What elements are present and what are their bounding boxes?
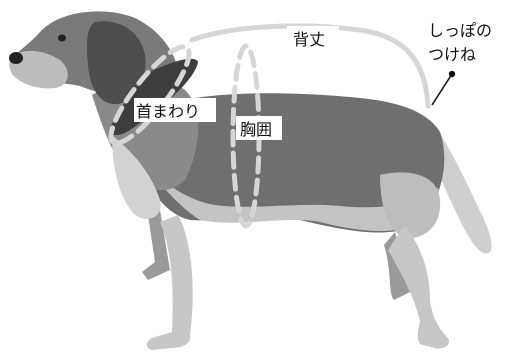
neck-girth-label: 首まわり <box>136 102 200 121</box>
tail-base-label-line1: しっぽの <box>428 21 492 40</box>
dog-ear <box>86 21 146 105</box>
dog-nose <box>9 52 23 64</box>
back-length-guide <box>189 23 431 109</box>
dog-torso <box>140 93 445 233</box>
dog-collar <box>109 58 198 136</box>
tail-base-pointer-dot <box>448 70 456 78</box>
neck-girth-label-bg <box>134 98 216 122</box>
tail-base-pointer-line <box>431 73 453 106</box>
tail-base-label-line2: つけね <box>428 45 476 64</box>
dog-near-hind-leg <box>388 225 450 349</box>
dog-far-front-leg <box>142 210 170 280</box>
dog-belly <box>130 150 439 232</box>
dog-chest <box>112 135 161 220</box>
back-length-label-bg <box>287 26 339 50</box>
dog-eye <box>58 34 66 42</box>
dog-near-front-leg <box>146 215 193 350</box>
dog-muzzle <box>9 50 68 89</box>
back-length-label: 背丈 <box>293 30 325 49</box>
chest-girth-label-bg <box>236 116 282 140</box>
dog-illustration <box>9 11 492 350</box>
chest-girth-label: 胸囲 <box>240 120 272 139</box>
dog-haunch <box>380 172 441 239</box>
